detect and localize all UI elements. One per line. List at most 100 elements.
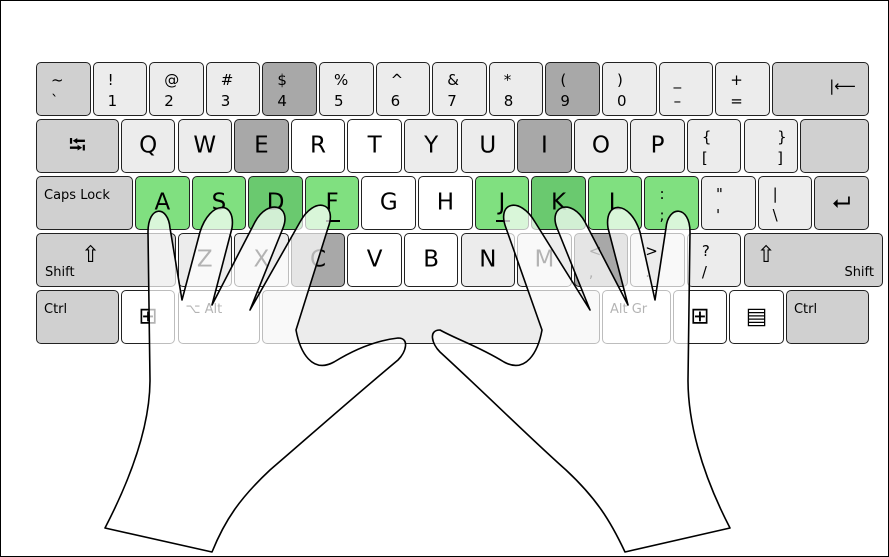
key-g[interactable]: G [361, 176, 417, 230]
key-rbracket[interactable]: }] [743, 119, 799, 173]
key-c[interactable]: C [290, 233, 346, 287]
key-j[interactable]: J [474, 176, 530, 230]
key-legend: Caps Lock [44, 188, 110, 203]
key-shift-right[interactable]: ⇧Shift [743, 233, 883, 287]
key-legend-lower: 5 [334, 92, 344, 110]
key-legend-upper: ( [560, 71, 567, 89]
key-shift-left[interactable]: Shift⇧ [36, 233, 176, 287]
key-4[interactable]: $4 [262, 62, 317, 116]
key-ctrl-right[interactable]: Ctrl [785, 290, 869, 344]
key-backtick[interactable]: ~` [36, 62, 91, 116]
key-legend-lower: ' [716, 206, 721, 224]
menu-icon: ▤ [745, 303, 768, 330]
key-legend-upper: @ [164, 71, 180, 89]
key-legend-upper: : [659, 185, 665, 203]
key-legend-upper: $ [277, 71, 287, 89]
key-legend-upper: | [772, 185, 778, 203]
key-legend-upper: ~ [51, 71, 64, 89]
key-legend-lower: ` [51, 92, 59, 110]
key-legend-upper: # [220, 71, 234, 89]
key-semicolon[interactable]: :; [644, 176, 700, 230]
key-ctrl-left[interactable]: Ctrl [36, 290, 119, 344]
key-p[interactable]: P [630, 119, 685, 173]
key-e[interactable]: E [234, 119, 289, 173]
key-i[interactable]: I [517, 119, 572, 173]
key-legend-lower: / [701, 263, 707, 281]
key-minus[interactable]: _– [658, 62, 714, 116]
key-2[interactable]: @2 [149, 62, 204, 116]
key-legend: U [479, 132, 497, 159]
key-backslash[interactable]: |\ [757, 176, 813, 230]
key-l[interactable]: L [587, 176, 643, 230]
key-w[interactable]: W [177, 119, 233, 173]
key-legend: B [423, 246, 440, 273]
key-legend-upper: ! [107, 71, 114, 89]
key-equals[interactable]: += [715, 62, 770, 116]
key-3[interactable]: #3 [205, 62, 261, 116]
key-legend: J [498, 189, 506, 216]
key-o[interactable]: O [573, 119, 629, 173]
key-7[interactable]: &7 [432, 62, 487, 116]
key-quote[interactable]: "' [701, 176, 756, 230]
key-legend-upper: } [777, 128, 787, 146]
key-slash[interactable]: ?/ [686, 233, 742, 287]
key-legend-lower: ; [659, 206, 665, 224]
key-u[interactable]: U [460, 119, 516, 173]
key-legend: T [367, 132, 382, 159]
key-legend-upper: { [701, 128, 712, 146]
key-backspace[interactable]: |⟵ [771, 62, 869, 116]
key-tab[interactable]: ⭾ [36, 119, 119, 173]
key-legend-lower: . [645, 263, 651, 281]
key-9[interactable]: (9 [545, 62, 600, 116]
key-legend-lower: – [673, 92, 682, 110]
key-n[interactable]: N [460, 233, 516, 287]
key-enter[interactable]: ⮠ [814, 176, 869, 230]
key-legend: Alt Gr [610, 302, 648, 317]
key-legend-upper: ? [701, 242, 710, 260]
key-space[interactable] [262, 290, 600, 344]
key-legend-upper: + [730, 71, 743, 89]
key-comma[interactable]: <, [573, 233, 629, 287]
key-z[interactable]: Z [177, 233, 233, 287]
key-k[interactable]: K [531, 176, 586, 230]
key-alt[interactable]: ⌥ Alt [177, 290, 261, 344]
key-m[interactable]: M [517, 233, 572, 287]
key-altgr[interactable]: Alt Gr [602, 290, 671, 344]
key-win-right[interactable]: ⊞ [672, 290, 728, 344]
key-q[interactable]: Q [120, 119, 176, 173]
key-t[interactable]: T [347, 119, 402, 173]
key-enter-top[interactable] [800, 119, 869, 173]
key-y[interactable]: Y [403, 119, 459, 173]
key-lbracket[interactable]: {[ [686, 119, 742, 173]
key-legend: Ctrl [44, 302, 68, 317]
key-period[interactable]: >. [630, 233, 685, 287]
key-legend-lower: 0 [617, 92, 627, 110]
key-5[interactable]: %5 [319, 62, 374, 116]
key-a[interactable]: A [135, 176, 190, 230]
key-legend: I [540, 132, 548, 159]
key-0[interactable]: )0 [602, 62, 657, 116]
return-icon: ⮠ [832, 189, 851, 216]
key-1[interactable]: !1 [92, 62, 148, 116]
key-v[interactable]: V [347, 233, 402, 287]
key-legend: Y [424, 132, 439, 159]
key-b[interactable]: B [403, 233, 459, 287]
key-legend-lower: = [730, 92, 743, 110]
key-s[interactable]: S [191, 176, 247, 230]
key-caps-lock[interactable]: Caps Lock [36, 176, 134, 230]
key-f[interactable]: F [304, 176, 360, 230]
key-legend-lower: 6 [390, 92, 401, 110]
key-6[interactable]: ^6 [375, 62, 431, 116]
key-r[interactable]: R [290, 119, 346, 173]
key-x[interactable]: X [234, 233, 289, 287]
key-legend: Shift [844, 265, 874, 280]
key-legend-lower: 7 [447, 92, 457, 110]
key-8[interactable]: *8 [488, 62, 544, 116]
key-menu[interactable]: ▤ [729, 290, 784, 344]
key-legend: N [479, 246, 497, 273]
key-h[interactable]: H [418, 176, 473, 230]
key-legend: X [253, 246, 270, 273]
key-win-left[interactable]: ⊞ [120, 290, 176, 344]
key-legend: K [551, 189, 567, 216]
key-d[interactable]: D [248, 176, 303, 230]
